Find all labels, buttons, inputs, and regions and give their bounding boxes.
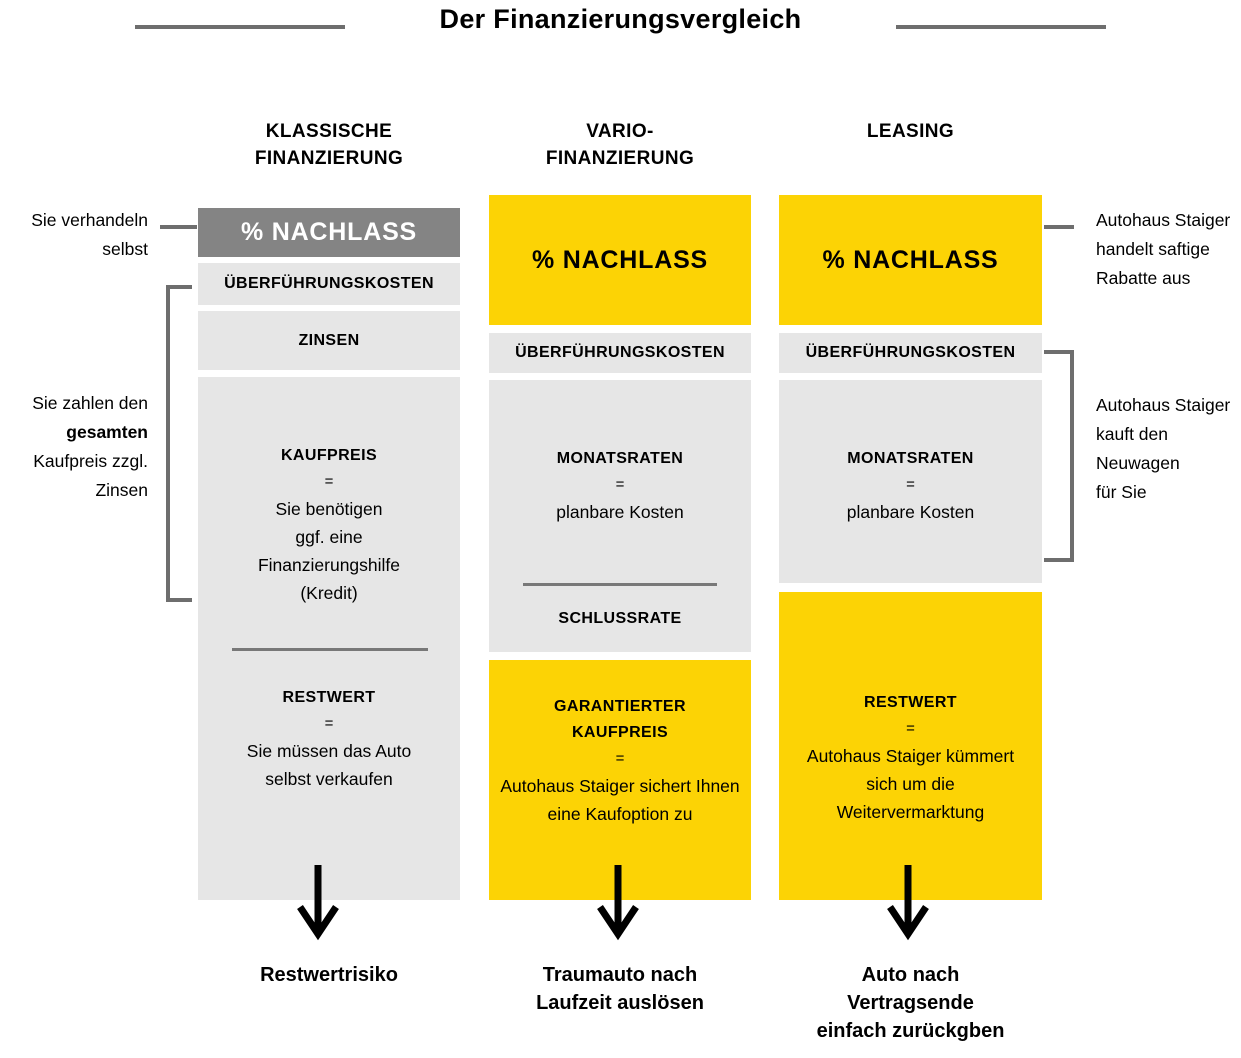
classic-purchase-line1: Sie benötigen bbox=[275, 499, 383, 519]
vario-guaranteed-box: GARANTIERTER KAUFPREIS = Autohaus Staige… bbox=[489, 660, 751, 900]
classic-purchase-title: KAUFPREIS bbox=[280, 447, 378, 464]
vario-box-divider bbox=[523, 583, 717, 586]
note-negotiate-yourself: Sie verhandeln selbst bbox=[20, 206, 148, 264]
leasing-residual-line3: Weitervermarktung bbox=[836, 802, 985, 822]
note-pay-line3: Kaufpreis zzgl. bbox=[33, 451, 148, 471]
vario-monthly-text: MONATSRATEN = planbare Kosten bbox=[489, 446, 751, 526]
note-pay-full-price: Sie zahlen den gesamten Kaufpreis zzgl. … bbox=[20, 389, 148, 505]
classic-transfer-costs-box: ÜBERFÜHRUNGSKOSTEN bbox=[198, 263, 460, 305]
classic-interest-box: ZINSEN bbox=[198, 311, 460, 370]
vario-monthly-equals: = bbox=[615, 476, 625, 493]
classic-interest-label: ZINSEN bbox=[298, 331, 360, 349]
classic-residual-text: RESTWERT = Sie müssen das Auto selbst ve… bbox=[198, 685, 460, 793]
classic-nachlass-label: % NACHLASS bbox=[240, 218, 418, 246]
leasing-outcome-line2: Vertragsende bbox=[847, 992, 974, 1014]
column-header-leasing-line1: LEASING bbox=[866, 121, 955, 142]
note-pay-line4: Zinsen bbox=[95, 480, 148, 500]
leasing-residual-equals: = bbox=[906, 720, 915, 737]
leasing-residual-line1: Autohaus Staiger kümmert bbox=[806, 746, 1015, 766]
vario-monthly-title: MONATSRATEN bbox=[556, 450, 684, 467]
note-buys-line3: Neuwagen bbox=[1096, 453, 1180, 473]
note-negotiate-line1: Sie verhandeln bbox=[31, 210, 148, 230]
classic-nachlass-box: % NACHLASS bbox=[198, 208, 460, 257]
title-rule-right bbox=[896, 25, 1106, 29]
classic-purchase-text: KAUFPREIS = Sie benötigen ggf. eine Fina… bbox=[198, 443, 460, 607]
column-header-vario: VARIO- FINANZIERUNG bbox=[489, 118, 751, 172]
column-header-vario-line1: VARIO- bbox=[586, 121, 654, 142]
leasing-monthly-line1: planbare Kosten bbox=[846, 502, 975, 522]
note-staiger-discounts: Autohaus Staiger handelt saftige Rabatte… bbox=[1096, 206, 1238, 293]
note-discounts-line3: Rabatte aus bbox=[1096, 268, 1191, 288]
classic-transfer-costs-label: ÜBERFÜHRUNGSKOSTEN bbox=[224, 275, 434, 292]
column-header-classic-line1: KLASSISCHE bbox=[265, 121, 393, 142]
leasing-monthly-text: MONATSRATEN = planbare Kosten bbox=[779, 446, 1042, 526]
leasing-outcome-label: Auto nach Vertragsende einfach zurückgbe… bbox=[779, 961, 1042, 1045]
leasing-monthly-equals: = bbox=[906, 476, 915, 493]
classic-purchase-line2: ggf. eine bbox=[295, 527, 363, 547]
leasing-nachlass-label: % NACHLASS bbox=[822, 245, 999, 274]
classic-purchase-line4: (Kredit) bbox=[300, 583, 358, 603]
vario-outcome-label: Traumauto nach Laufzeit auslösen bbox=[489, 961, 751, 1017]
vario-nachlass-label: % NACHLASS bbox=[531, 245, 709, 274]
vario-monthly-line1: planbare Kosten bbox=[556, 502, 684, 522]
vario-guaranteed-equals: = bbox=[615, 750, 625, 767]
vario-monthly-box: MONATSRATEN = planbare Kosten SCHLUSSRAT… bbox=[489, 380, 751, 652]
classic-residual-title: RESTWERT bbox=[282, 689, 376, 706]
classic-residual-line1: Sie müssen das Auto bbox=[246, 741, 412, 761]
bracket-right bbox=[1044, 350, 1074, 562]
leasing-transfer-costs-box: ÜBERFÜHRUNGSKOSTEN bbox=[779, 333, 1042, 373]
leasing-down-arrow-icon bbox=[887, 865, 929, 941]
vario-guaranteed-line1: Autohaus Staiger sichert Ihnen bbox=[500, 776, 740, 796]
classic-purchase-equals: = bbox=[324, 473, 334, 490]
vario-final-rate-label: SCHLUSSRATE bbox=[558, 610, 682, 627]
vario-guaranteed-title2: KAUFPREIS bbox=[571, 724, 669, 741]
column-header-leasing: LEASING bbox=[779, 118, 1042, 145]
page-title: Der Finanzierungsvergleich bbox=[439, 4, 802, 34]
vario-guaranteed-line2: eine Kaufoption zu bbox=[547, 804, 693, 824]
leasing-residual-line2: sich um die bbox=[866, 774, 955, 794]
leasing-residual-text: RESTWERT = Autohaus Staiger kümmert sich… bbox=[779, 690, 1042, 826]
vario-guaranteed-text: GARANTIERTER KAUFPREIS = Autohaus Staige… bbox=[489, 694, 751, 828]
leasing-residual-box: RESTWERT = Autohaus Staiger kümmert sich… bbox=[779, 592, 1042, 900]
classic-residual-line2: selbst verkaufen bbox=[265, 769, 393, 789]
connector-left-top bbox=[160, 225, 197, 229]
classic-box-divider bbox=[232, 648, 428, 651]
note-staiger-buys-car: Autohaus Staiger kauft den Neuwagen für … bbox=[1096, 391, 1238, 507]
vario-nachlass-box: % NACHLASS bbox=[489, 195, 751, 325]
classic-outcome-line1: Restwertrisiko bbox=[260, 964, 398, 986]
column-header-classic-line2: FINANZIERUNG bbox=[254, 148, 404, 169]
vario-transfer-costs-label: ÜBERFÜHRUNGSKOSTEN bbox=[515, 344, 725, 361]
classic-purchase-box: KAUFPREIS = Sie benötigen ggf. eine Fina… bbox=[198, 377, 460, 900]
leasing-monthly-box: MONATSRATEN = planbare Kosten bbox=[779, 380, 1042, 583]
classic-down-arrow-icon bbox=[297, 865, 339, 941]
column-header-classic: KLASSISCHE FINANZIERUNG bbox=[198, 118, 460, 172]
vario-down-arrow-icon bbox=[597, 865, 639, 941]
column-header-vario-line2: FINANZIERUNG bbox=[545, 148, 695, 169]
note-discounts-line2: handelt saftige bbox=[1096, 239, 1210, 259]
classic-residual-equals: = bbox=[324, 715, 334, 732]
leasing-residual-title: RESTWERT bbox=[864, 694, 957, 711]
note-buys-line4: für Sie bbox=[1096, 482, 1147, 502]
note-pay-line1: Sie zahlen den bbox=[32, 393, 148, 413]
classic-purchase-line3: Finanzierungshilfe bbox=[257, 555, 401, 575]
leasing-monthly-title: MONATSRATEN bbox=[847, 450, 974, 467]
leasing-outcome-line3: einfach zurückgben bbox=[816, 1020, 1005, 1042]
bracket-left bbox=[166, 285, 192, 602]
leasing-outcome-line1: Auto nach bbox=[861, 964, 960, 986]
note-negotiate-line2: selbst bbox=[102, 239, 148, 259]
classic-outcome-label: Restwertrisiko bbox=[198, 961, 460, 989]
note-pay-line2: gesamten bbox=[66, 422, 148, 442]
vario-outcome-line1: Traumauto nach bbox=[542, 964, 698, 986]
note-buys-line1: Autohaus Staiger bbox=[1096, 395, 1231, 415]
vario-transfer-costs-box: ÜBERFÜHRUNGSKOSTEN bbox=[489, 333, 751, 373]
leasing-transfer-costs-label: ÜBERFÜHRUNGSKOSTEN bbox=[805, 344, 1016, 361]
note-discounts-line1: Autohaus Staiger bbox=[1096, 210, 1231, 230]
vario-guaranteed-title1: GARANTIERTER bbox=[554, 698, 686, 715]
connector-right-top bbox=[1044, 225, 1074, 229]
leasing-nachlass-box: % NACHLASS bbox=[779, 195, 1042, 325]
note-buys-line2: kauft den bbox=[1096, 424, 1168, 444]
title-rule-left bbox=[135, 25, 345, 29]
vario-outcome-line2: Laufzeit auslösen bbox=[536, 992, 704, 1014]
